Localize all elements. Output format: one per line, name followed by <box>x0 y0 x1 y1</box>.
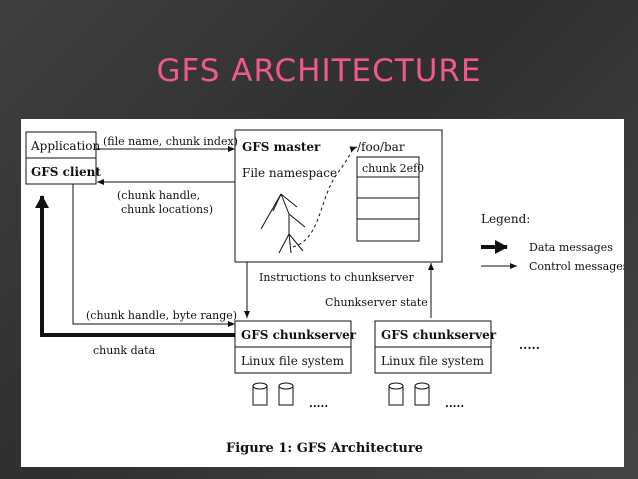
chunkserver-box-1: GFS chunkserver Linux file system <box>234 320 357 374</box>
figure-caption: Figure 1: GFS Architecture <box>226 441 423 456</box>
path-label: /foo/bar <box>357 140 405 154</box>
namespace-tree-icon <box>260 193 306 254</box>
client-to-chunkserver-arrow <box>72 184 235 327</box>
chunkserver-title-1: GFS chunkserver <box>241 328 357 342</box>
disk-ellipsis-1: ..... <box>309 397 328 410</box>
architecture-diagram: Application GFS client GFS master File n… <box>25 129 629 456</box>
file-chunk-index-label: (file name, chunk index) <box>103 135 238 148</box>
linux-fs-label-1: Linux file system <box>241 354 345 368</box>
slide-title: GFS ARCHITECTURE <box>156 53 482 89</box>
master-box: GFS master File namespace /foo/bar chunk… <box>234 129 443 263</box>
linux-fs-label-2: Linux file system <box>381 354 485 368</box>
file-namespace-label: File namespace <box>242 166 337 180</box>
instructions-label: Instructions to chunkserver <box>259 271 415 284</box>
disk-group-2 <box>388 382 430 406</box>
gfs-architecture-figure: Application GFS client GFS master File n… <box>21 119 629 467</box>
chunkserver-title-2: GFS chunkserver <box>381 328 497 342</box>
legend: Legend: Data messages Control messages <box>481 212 629 273</box>
legend-data-label: Data messages <box>529 241 613 254</box>
chunk-data-label: chunk data <box>93 344 156 357</box>
master-title: GFS master <box>242 140 321 154</box>
more-servers-ellipsis: ..... <box>519 338 540 352</box>
disk-ellipsis-2: ..... <box>445 397 464 410</box>
application-label: Application <box>30 139 100 153</box>
chunk-handle-label-1: (chunk handle, <box>117 189 200 202</box>
chunkserver-box-2: GFS chunkserver Linux file system <box>374 320 497 374</box>
chunk-handle-label-2: chunk locations) <box>121 203 213 216</box>
gfs-client-label: GFS client <box>31 165 101 179</box>
legend-title: Legend: <box>481 212 530 226</box>
chunk-data-arrow <box>35 195 235 337</box>
chunk-table <box>356 156 420 242</box>
chunkserver-state-label: Chunkserver state <box>325 296 428 309</box>
disk-group-1 <box>252 382 294 406</box>
chunk-handle-range-label: (chunk handle, byte range) <box>86 309 237 322</box>
legend-control-label: Control messages <box>529 260 624 273</box>
chunk-id-label: chunk 2ef0 <box>362 162 424 175</box>
client-box: Application GFS client <box>25 131 101 185</box>
